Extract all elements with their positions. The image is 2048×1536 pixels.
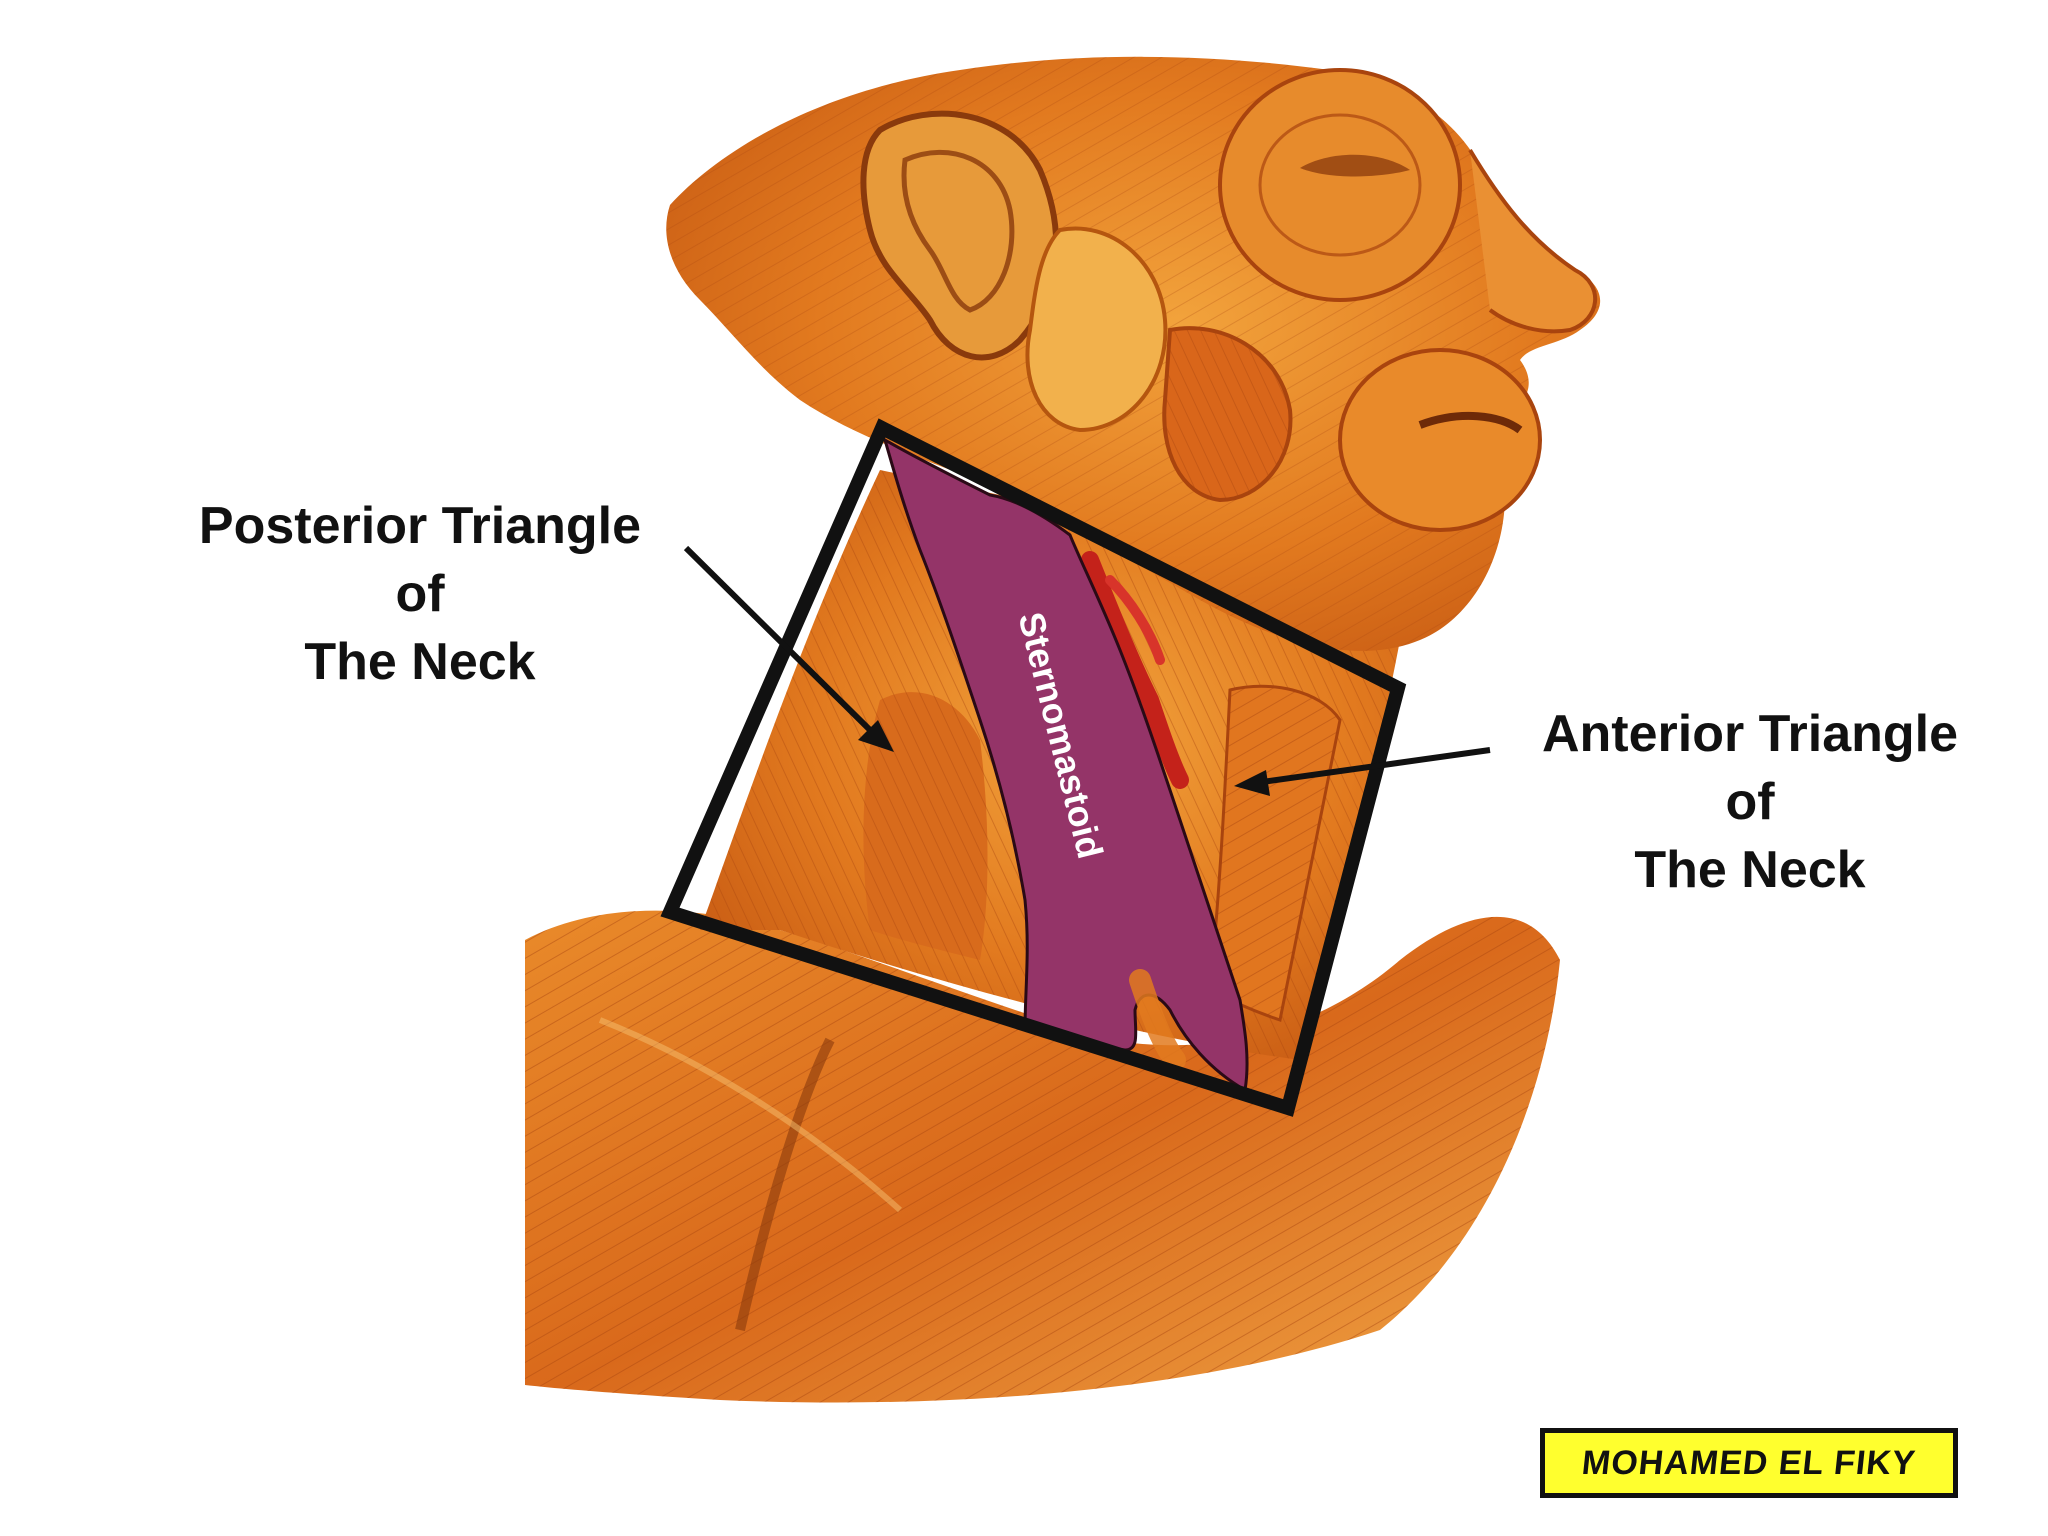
posterior-arrow: [683, 545, 894, 752]
posterior-label-line-3: The Neck: [304, 633, 536, 691]
sternomastoid-muscle: [882, 436, 1249, 1093]
neck-triangle-frame: [660, 418, 1407, 1117]
eye-orbit: [1218, 68, 1462, 302]
anterior-label-line-3: The Neck: [1634, 841, 1866, 899]
mouth-muscle: [1338, 348, 1542, 532]
anterior-label-line-1: Anterior Triangle: [1541, 705, 1959, 763]
posterior-triangle-label: Posterior Triangle of The Neck: [160, 492, 680, 696]
posterior-label-line-1: Posterior Triangle: [198, 497, 642, 555]
posterior-label-line-2: of: [395, 565, 445, 623]
author-signature-badge: MOHAMED EL FIKY: [1540, 1428, 1958, 1498]
eyelid: [1300, 154, 1410, 177]
carotid-artery: [1081, 551, 1189, 789]
clavicle-line: [735, 1037, 835, 1332]
anterior-label-line-2: of: [1725, 773, 1775, 831]
nose: [1468, 148, 1598, 334]
parotid-gland: [1025, 226, 1168, 433]
ear: [860, 110, 1060, 361]
anterior-arrow: [1234, 747, 1491, 796]
author-signature-text: MOHAMED EL FIKY: [1580, 1443, 1918, 1482]
anterior-triangle-label: Anterior Triangle of The Neck: [1500, 700, 2000, 904]
